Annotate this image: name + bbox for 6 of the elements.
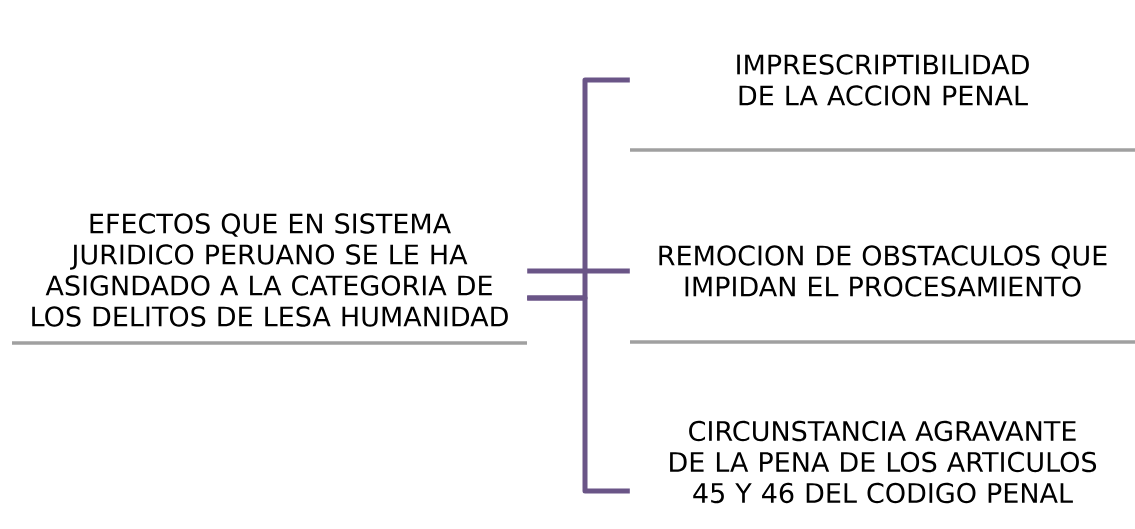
text-box: IMPRESCRIPTIBILIDAD DE LA ACCION PENAL xyxy=(630,15,1135,152)
text-box: CIRCUNSTANCIA AGRAVANTE DE LA PENA DE LOS ARTICULOS 45 Y 46 DEL CODIGO PENAL xyxy=(630,395,1135,529)
text-box: REMOCION DE OBSTACULOS QUE IMPIDAN EL PROCESAMIENTO xyxy=(630,205,1135,344)
connector-line xyxy=(527,295,630,494)
text-box: EFECTOS QUE EN SISTEMA JURIDICO PERUANO SE LE HA ASIGNDADO A LA CATEGORIA DE LOS DELITOS DE LESA HUMANIDAD xyxy=(12,195,527,345)
connector-line xyxy=(527,268,630,274)
